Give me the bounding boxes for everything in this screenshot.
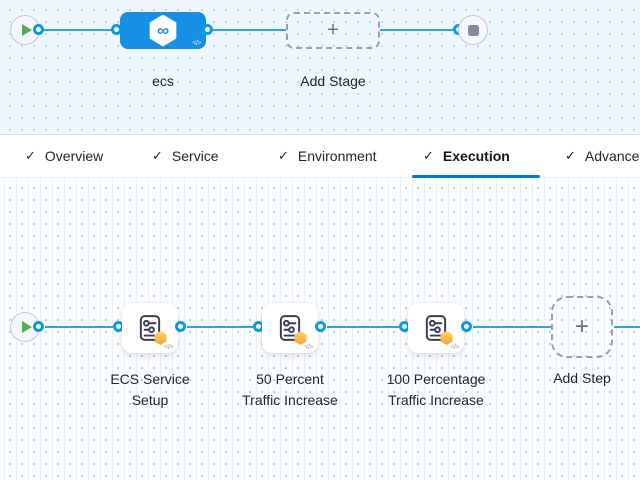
- check-icon: ✓: [25, 148, 36, 163]
- edge-line: [44, 29, 113, 31]
- step-label-line2: Setup: [131, 392, 169, 408]
- step-label: ECS Service Setup: [80, 369, 220, 411]
- check-icon: ✓: [423, 148, 434, 163]
- edge-line: [380, 29, 453, 31]
- edge-line: [327, 326, 399, 328]
- step-node-50-percent[interactable]: </>: [262, 303, 318, 353]
- connector-dot[interactable]: [315, 321, 326, 332]
- stage-node-ecs[interactable]: ∞ </>: [120, 12, 206, 49]
- aws-badge-icon: [294, 331, 307, 345]
- step-label-line2: Traffic Increase: [242, 392, 338, 408]
- step-node-ecs-service-setup[interactable]: </>: [122, 303, 178, 353]
- tab-label: Execution: [442, 148, 510, 164]
- edge-line: [45, 326, 113, 328]
- pipeline-end-node[interactable]: [458, 15, 488, 45]
- check-icon: ✓: [152, 148, 163, 163]
- plus-icon: +: [574, 313, 589, 340]
- tab-environment[interactable]: ✓ Environment: [278, 135, 377, 177]
- edge-line: [187, 326, 253, 328]
- code-icon[interactable]: </>: [192, 40, 201, 47]
- aws-badge-icon: [154, 331, 167, 345]
- step-label: 50 Percent Traffic Increase: [220, 369, 360, 411]
- connector-dot[interactable]: [461, 321, 472, 332]
- tab-label: Service: [171, 148, 219, 164]
- step-label: 100 Percentage Traffic Increase: [366, 369, 506, 411]
- step-label-line2: Traffic Increase: [388, 392, 484, 408]
- tab-label: Advanced: [584, 148, 640, 164]
- check-icon: ✓: [278, 148, 289, 163]
- stage-graph-canvas[interactable]: ∞ </> + ecs Add Stage: [0, 0, 640, 134]
- tab-advanced[interactable]: ✓ Advanced: [565, 135, 640, 177]
- tab-execution[interactable]: ✓ Execution: [412, 135, 540, 178]
- step-sliders-icon: [423, 314, 453, 345]
- add-stage-button[interactable]: +: [286, 12, 380, 49]
- stop-icon: [467, 24, 479, 36]
- tab-overview[interactable]: ✓ Overview: [25, 135, 103, 177]
- code-icon[interactable]: </>: [164, 344, 173, 351]
- edge-line: [212, 29, 286, 31]
- tab-label: Environment: [297, 148, 377, 164]
- stage-config-tabs: ✓ Overview ✓ Service ✓ Environment ✓ Exe…: [0, 134, 640, 178]
- play-icon: [21, 24, 32, 36]
- connector-dot[interactable]: [202, 24, 213, 35]
- aws-badge-icon: [440, 331, 453, 345]
- step-label-line1: 50 Percent: [256, 371, 324, 387]
- connector-dot[interactable]: [175, 321, 186, 332]
- add-step-button[interactable]: +: [551, 296, 613, 358]
- step-label-line1: 100 Percentage: [386, 371, 486, 387]
- check-icon: ✓: [565, 148, 576, 163]
- step-sliders-icon: [277, 314, 307, 345]
- deploy-hexagon-icon: ∞: [149, 14, 177, 47]
- play-icon: [21, 321, 32, 333]
- code-icon[interactable]: </>: [450, 344, 459, 351]
- add-step-label: Add Step: [553, 370, 611, 386]
- tab-label: Overview: [44, 148, 104, 164]
- connector-dot[interactable]: [33, 24, 44, 35]
- edge-line: [473, 326, 551, 328]
- step-sliders-icon: [137, 314, 167, 345]
- edge-line: [614, 326, 640, 328]
- step-label-line1: ECS Service: [110, 371, 190, 387]
- connector-dot[interactable]: [33, 321, 44, 332]
- add-stage-label: Add Stage: [300, 73, 366, 89]
- tab-service[interactable]: ✓ Service: [152, 135, 219, 177]
- plus-icon: +: [327, 19, 339, 41]
- step-node-100-percentage[interactable]: </>: [408, 303, 464, 353]
- stage-label: ecs: [152, 73, 174, 89]
- code-icon[interactable]: </>: [304, 344, 313, 351]
